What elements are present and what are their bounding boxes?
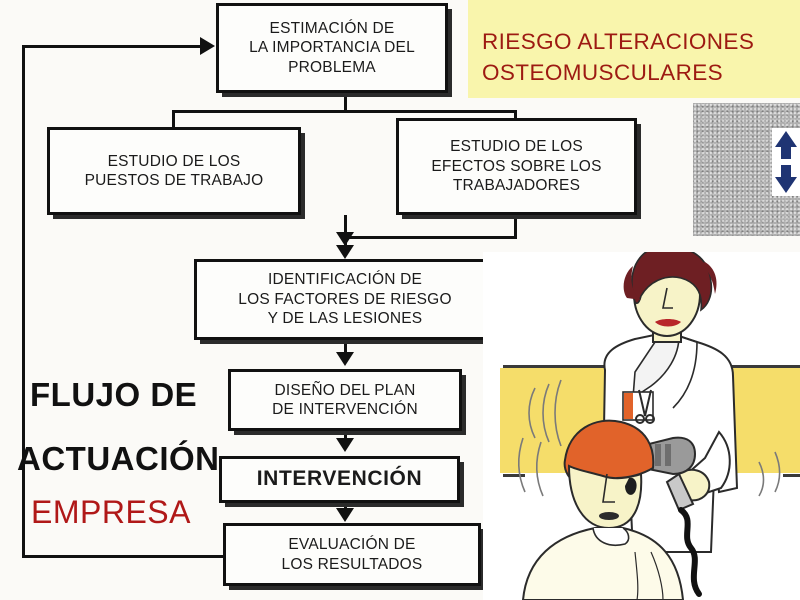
node-intervencion-label: INTERVENCIÓN bbox=[256, 467, 423, 491]
feedback-left-segment bbox=[22, 45, 25, 558]
connector-to-puestos bbox=[172, 110, 175, 129]
node-estudio-puestos[interactable]: ESTUDIO DE LOS PUESTOS DE TRABAJO bbox=[47, 127, 301, 215]
node-estudio-efectos[interactable]: ESTUDIO DE LOS EFECTOS SOBRE LOS TRABAJA… bbox=[396, 118, 637, 215]
arrowhead-identif-to-diseno bbox=[336, 352, 354, 366]
node-diseno-plan[interactable]: DISEÑO DEL PLAN DE INTERVENCIÓN bbox=[228, 369, 462, 431]
connector-to-efectos bbox=[514, 110, 517, 121]
title-line-2: OSTEOMUSCULARES bbox=[482, 60, 724, 85]
node-puestos-label: ESTUDIO DE LOS PUESTOS DE TRABAJO bbox=[84, 152, 264, 189]
double-arrow-vertical-icon bbox=[772, 128, 800, 196]
title-line-1: RIESGO ALTERACIONES bbox=[482, 29, 755, 54]
arrowhead-diseno-to-intervencion bbox=[336, 438, 354, 452]
connector-merge-bar bbox=[344, 236, 517, 239]
connector-split-bar bbox=[172, 110, 517, 113]
caption-line-flujo-de: FLUJO DE bbox=[30, 376, 198, 413]
hairdresser-illustration bbox=[483, 252, 800, 600]
connector-estimacion-down bbox=[344, 92, 347, 113]
node-identif-label: IDENTIFICACIÓN DE LOS FACTORES DE RIESGO… bbox=[238, 271, 452, 328]
title-banner: RIESGO ALTERACIONES OSTEOMUSCULARES bbox=[468, 0, 800, 98]
connector-efectos-down bbox=[514, 215, 517, 239]
arrowhead-intervencion-to-evaluacion bbox=[336, 508, 354, 522]
feedback-top-segment bbox=[22, 45, 205, 48]
arrowhead-merge-to-identif bbox=[336, 245, 354, 259]
arrowhead-puestos-to-identif bbox=[336, 232, 354, 246]
arrowhead-feedback-to-estimacion bbox=[200, 37, 215, 55]
node-identificacion-factores[interactable]: IDENTIFICACIÓN DE LOS FACTORES DE RIESGO… bbox=[194, 259, 496, 340]
caption-line-actuacion: ACTUACIÓN bbox=[17, 440, 220, 477]
node-diseno-label: DISEÑO DEL PLAN DE INTERVENCIÓN bbox=[272, 381, 418, 418]
node-intervencion[interactable]: INTERVENCIÓN bbox=[219, 456, 460, 503]
feedback-bottom-segment bbox=[22, 555, 225, 558]
connector-diseno-down bbox=[344, 431, 347, 443]
caption-line-empresa: EMPRESA bbox=[31, 494, 191, 530]
node-evaluacion-resultados[interactable]: EVALUACIÓN DE LOS RESULTADOS bbox=[223, 523, 481, 586]
node-evaluacion-label: EVALUACIÓN DE LOS RESULTADOS bbox=[281, 536, 423, 573]
node-estimacion-importancia[interactable]: ESTIMACIÓN DE LA IMPORTANCIA DEL PROBLEM… bbox=[216, 3, 448, 93]
connector-identif-down bbox=[344, 340, 347, 358]
node-efectos-label: ESTUDIO DE LOS EFECTOS SOBRE LOS TRABAJA… bbox=[431, 138, 602, 195]
connector-puestos-down bbox=[344, 215, 347, 240]
node-estimacion-label: ESTIMACIÓN DE LA IMPORTANCIA DEL PROBLEM… bbox=[249, 19, 415, 76]
